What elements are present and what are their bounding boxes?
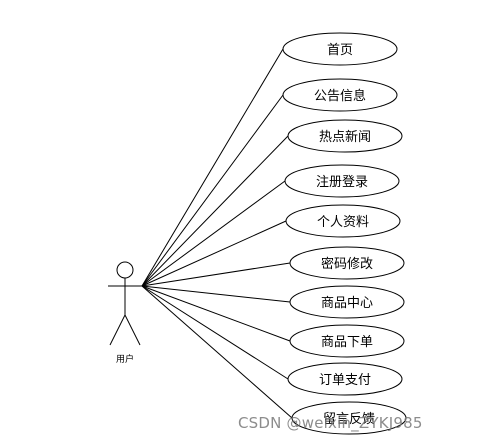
use-case: 商品中心	[289, 285, 405, 319]
association-lines	[141, 48, 293, 419]
use-case: 公告信息	[282, 78, 398, 112]
use-case-label: 商品下单	[321, 335, 373, 350]
association-line	[141, 220, 287, 287]
use-case: 首页	[282, 32, 398, 66]
use-case-ellipse	[289, 324, 405, 358]
use-case-ellipse	[291, 401, 407, 435]
use-case-ellipse	[289, 246, 405, 280]
use-case-ellipse	[287, 119, 403, 153]
actor-user: 用户	[108, 261, 142, 365]
use-case-label: 订单支付	[319, 373, 371, 388]
use-case-label: 商品中心	[321, 296, 373, 311]
use-case: 热点新闻	[287, 119, 403, 153]
association-line	[141, 94, 284, 287]
association-line	[141, 180, 286, 287]
association-line	[141, 285, 291, 342]
use-case: 订单支付	[287, 362, 403, 396]
use-case-label: 密码修改	[321, 256, 373, 272]
use-case-ellipse	[284, 164, 400, 198]
use-case-ellipse	[287, 362, 403, 396]
use-case: 留言反馈	[291, 401, 407, 435]
use-case-label: 公告信息	[314, 88, 366, 104]
association-line	[141, 48, 284, 287]
use-case-label: 个人资料	[317, 215, 369, 230]
use-case-ellipse	[285, 204, 401, 238]
actor-right-leg	[124, 314, 141, 346]
actor-head	[116, 261, 134, 279]
association-line	[141, 285, 291, 303]
association-line	[141, 262, 291, 287]
use-case: 个人资料	[285, 204, 401, 238]
association-line	[141, 135, 289, 287]
watermark: CSDN @weixin_ZYKJ985	[238, 414, 423, 432]
actor-label: 用户	[116, 353, 134, 365]
use-case-label: 留言反馈	[323, 412, 375, 427]
use-case-label: 首页	[327, 43, 353, 58]
use-case-ellipse	[289, 285, 405, 319]
use-case: 注册登录	[284, 164, 400, 198]
use-case-ellipse	[282, 78, 398, 112]
use-case-label: 热点新闻	[319, 129, 371, 145]
association-line	[141, 285, 293, 419]
association-line	[141, 285, 289, 380]
use-case: 商品下单	[289, 324, 405, 358]
use-case: 密码修改	[289, 246, 405, 280]
actor-left-leg	[109, 314, 126, 346]
use-case-ellipse	[282, 32, 398, 66]
use-case-label: 注册登录	[316, 175, 368, 190]
